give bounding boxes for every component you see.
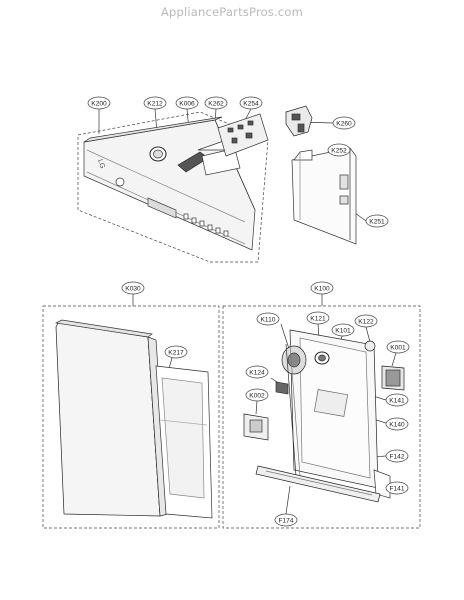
label-k110: K110 bbox=[256, 312, 280, 326]
label-k262: K262 bbox=[204, 96, 228, 110]
svg-text:K260: K260 bbox=[336, 121, 352, 128]
label-k140: K140 bbox=[385, 417, 409, 431]
label-k141: K141 bbox=[385, 393, 409, 407]
label-k200: K200 bbox=[87, 96, 111, 110]
svg-text:K030: K030 bbox=[125, 286, 141, 293]
svg-text:K254: K254 bbox=[243, 101, 259, 108]
label-k002: K002 bbox=[245, 388, 269, 402]
label-k101: K101 bbox=[331, 323, 355, 337]
label-f142: F142 bbox=[385, 449, 409, 463]
label-k260: K260 bbox=[332, 116, 356, 130]
outer-door-group bbox=[42, 294, 220, 529]
label-k001: K001 bbox=[386, 340, 410, 354]
svg-text:K212: K212 bbox=[147, 101, 163, 108]
bottom-trim bbox=[255, 465, 381, 503]
label-k006: K006 bbox=[175, 96, 199, 110]
svg-text:K121: K121 bbox=[310, 316, 326, 323]
svg-text:K140: K140 bbox=[389, 422, 405, 429]
svg-text:K262: K262 bbox=[208, 101, 224, 108]
control-panel-group: LG bbox=[77, 108, 367, 263]
watermark: AppliancePartsPros.com bbox=[160, 5, 304, 19]
svg-text:F174: F174 bbox=[278, 518, 293, 525]
svg-text:K122: K122 bbox=[358, 319, 374, 326]
svg-text:K101: K101 bbox=[335, 328, 351, 335]
label-k100: K100 bbox=[310, 281, 334, 295]
pcb-board bbox=[217, 113, 269, 157]
label-k217: K217 bbox=[164, 345, 188, 359]
inner-door-group bbox=[222, 294, 421, 529]
svg-text:F142: F142 bbox=[389, 454, 404, 461]
svg-text:F141: F141 bbox=[389, 486, 404, 493]
part-labels: K200 K212 K006 K262 K254 K260 K252 K251 … bbox=[87, 96, 410, 527]
outer-door-boundary bbox=[42, 305, 220, 529]
label-k122: K122 bbox=[354, 314, 378, 328]
label-k254: K254 bbox=[239, 96, 263, 110]
svg-text:K200: K200 bbox=[91, 101, 107, 108]
svg-text:K217: K217 bbox=[168, 350, 184, 357]
control-panel-boundary bbox=[77, 111, 269, 263]
svg-text:K252: K252 bbox=[331, 148, 347, 155]
cap-part bbox=[364, 340, 376, 352]
outer-door-panel bbox=[55, 322, 161, 517]
latch-part bbox=[285, 105, 313, 137]
label-k030: K030 bbox=[121, 281, 145, 295]
svg-text:K006: K006 bbox=[179, 101, 195, 108]
svg-text:K001: K001 bbox=[390, 345, 406, 352]
svg-text:K002: K002 bbox=[249, 393, 265, 400]
svg-text:K100: K100 bbox=[314, 286, 330, 293]
label-k121: K121 bbox=[306, 311, 330, 325]
label-k212: K212 bbox=[143, 96, 167, 110]
label-k251: K251 bbox=[365, 214, 389, 228]
label-k252: K252 bbox=[327, 143, 351, 157]
label-f141: F141 bbox=[385, 481, 409, 495]
brand-logo: LG bbox=[96, 158, 106, 169]
svg-text:K110: K110 bbox=[261, 317, 276, 324]
inner-door-boundary bbox=[222, 305, 421, 529]
hinge-part bbox=[373, 469, 391, 499]
svg-text:K141: K141 bbox=[389, 398, 405, 405]
door-latch-group bbox=[285, 105, 357, 245]
svg-text:K251: K251 bbox=[369, 219, 385, 226]
label-f174: F174 bbox=[274, 513, 298, 527]
svg-text:K124: K124 bbox=[249, 370, 265, 377]
label-k124: K124 bbox=[245, 365, 269, 379]
k124-part bbox=[275, 381, 289, 395]
